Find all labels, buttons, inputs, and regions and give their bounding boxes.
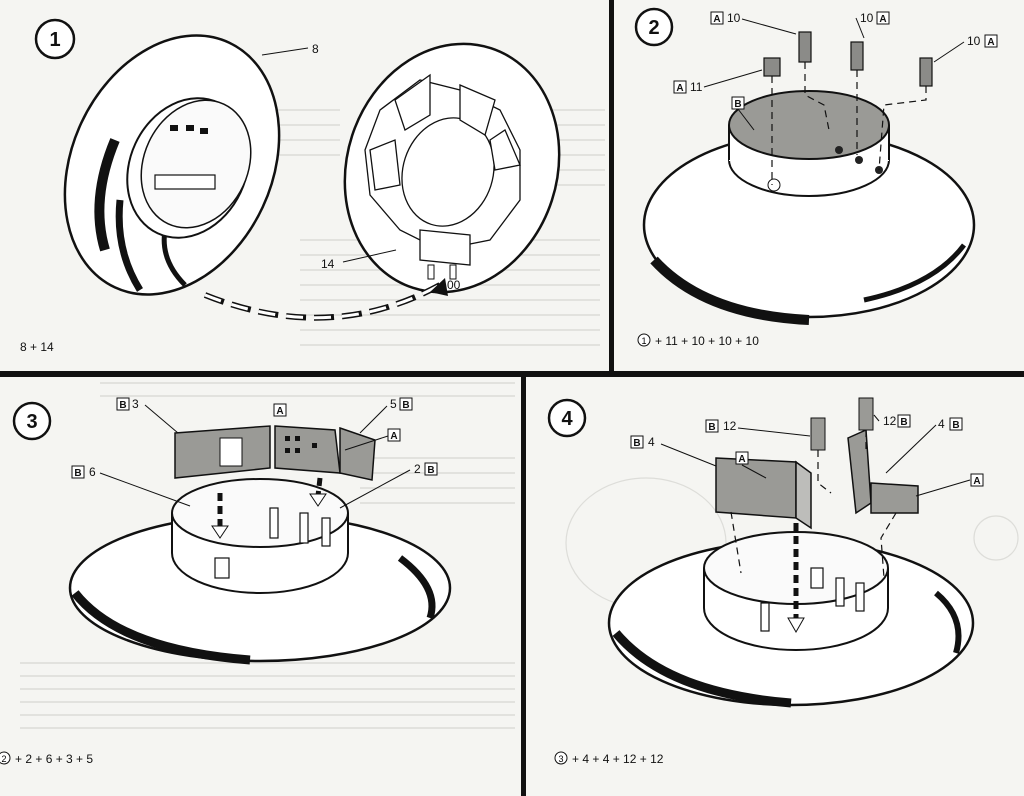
step-3-panel: 3 xyxy=(0,378,522,796)
step-3-illustration: 3 xyxy=(0,382,515,766)
box-b: B xyxy=(633,438,640,449)
label-part-2: 2 xyxy=(414,462,421,476)
formula-ref: 2 xyxy=(1,754,6,764)
box-b: B xyxy=(74,468,81,479)
box-a: A xyxy=(738,454,745,465)
label-part-3: 3 xyxy=(132,397,139,411)
step-formula: + 2 + 6 + 3 + 5 xyxy=(15,752,93,766)
step-formula: + 11 + 10 + 10 + 10 xyxy=(655,334,759,348)
step-4-illustration: 4 xyxy=(547,397,1019,766)
box-a: A xyxy=(276,406,283,417)
label-part-14: 14 xyxy=(321,257,335,271)
label-part-5: 5 xyxy=(390,397,397,411)
step-4-panel: 4 xyxy=(526,378,1024,796)
label-part-10: 10 xyxy=(967,34,981,48)
vertical-divider-top xyxy=(609,0,614,372)
box-a: A xyxy=(973,476,980,487)
box-b: B xyxy=(708,422,715,433)
step-1-panel: 1 xyxy=(0,0,610,372)
formula-ref: 3 xyxy=(558,754,563,764)
label-part-6: 6 xyxy=(89,465,96,479)
label-part-8: 8 xyxy=(312,42,319,56)
box-b: B xyxy=(119,400,126,411)
step-formula: 8 + 14 xyxy=(20,340,54,354)
label-part-4: 4 xyxy=(648,435,655,449)
step-number: 4 xyxy=(561,408,573,430)
formula-ref: 1 xyxy=(641,336,646,346)
label-part-10: 10 xyxy=(727,11,741,25)
label-part-4: 4 xyxy=(938,417,945,431)
box-a: A xyxy=(713,14,720,25)
step-number: 3 xyxy=(26,411,37,433)
box-a: A xyxy=(390,431,397,442)
step-number: 1 xyxy=(49,29,60,51)
box-a: A xyxy=(676,83,683,94)
label-part-10: 10 xyxy=(860,11,874,25)
label-part-12: 12 xyxy=(883,414,897,428)
box-b: B xyxy=(734,99,741,110)
box-b: B xyxy=(900,417,907,428)
box-b: B xyxy=(952,420,959,431)
step-formula: + 4 + 4 + 12 + 12 xyxy=(572,752,664,766)
label-part-11: 11 xyxy=(690,80,703,94)
label-pins: 00 xyxy=(447,278,461,292)
box-b: B xyxy=(427,465,434,476)
box-a: A xyxy=(879,14,886,25)
step-number: 2 xyxy=(648,17,659,39)
horizontal-divider xyxy=(0,371,1024,377)
step-2-panel: 2 xyxy=(614,0,1024,372)
step-2-illustration: 2 xyxy=(634,7,998,348)
vertical-divider-bottom xyxy=(521,377,526,796)
label-part-12: 12 xyxy=(723,419,737,433)
box-a: A xyxy=(987,37,994,48)
step-1-illustration: 1 xyxy=(20,18,605,354)
box-b: B xyxy=(402,400,409,411)
